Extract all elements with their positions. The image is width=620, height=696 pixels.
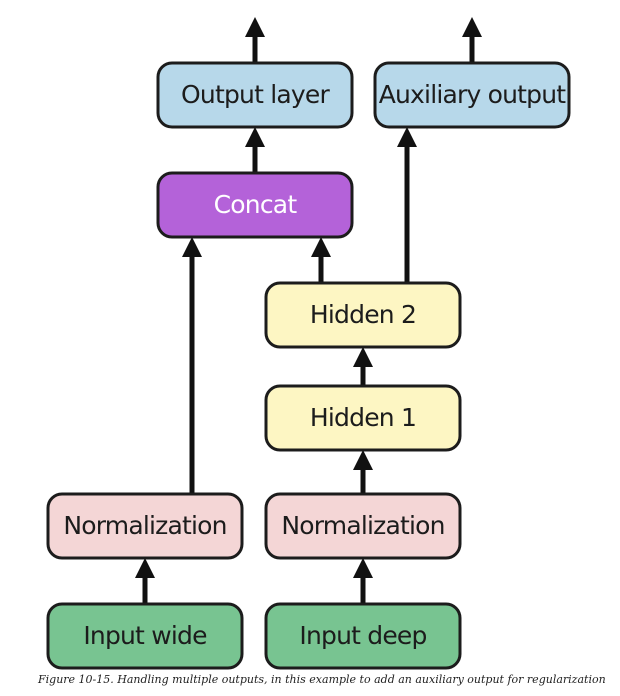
node-input-wide-label: Input wide <box>83 621 207 650</box>
node-auxiliary-output: Auxiliary output <box>373 61 571 129</box>
edge-concat-to-output-layer-arrowhead <box>245 127 265 147</box>
edge-concat-to-output-layer-arrow <box>245 127 265 173</box>
node-input-deep-label: Input deep <box>299 621 426 650</box>
edge-normalization-wide-to-concat-arrow <box>182 237 202 494</box>
edge-input-deep-to-normalization-deep-arrowhead <box>353 558 373 578</box>
edge-auxiliary-output-out-arrowhead <box>462 17 482 37</box>
edge-input-wide-to-normalization-wide-arrowhead <box>135 558 155 578</box>
node-concat: Concat <box>156 171 354 239</box>
edges <box>135 17 482 604</box>
nodes: Output layer Auxiliary outputConcatHidden… <box>46 61 571 670</box>
edge-output-layer-out-arrowhead <box>245 17 265 37</box>
edge-output-layer-out-arrow <box>245 17 265 63</box>
node-normalization-wide: Normalization <box>46 492 244 560</box>
edge-input-deep-to-normalization-deep-arrow <box>353 558 373 604</box>
edge-hidden-2-to-auxiliary-output-arrowhead <box>397 127 417 147</box>
edge-hidden-1-to-hidden-2-arrow <box>353 347 373 386</box>
node-normalization-wide-box <box>46 492 244 560</box>
node-normalization-deep-label: Normalization <box>281 511 444 540</box>
node-auxiliary-output-box <box>373 61 571 129</box>
edge-normalization-deep-to-hidden-1-arrow <box>353 450 373 494</box>
edge-hidden-2-to-concat-arrowhead <box>311 237 331 257</box>
node-hidden-2-label: Hidden 2 <box>310 300 416 329</box>
edge-hidden-1-to-hidden-2-arrowhead <box>353 347 373 367</box>
edge-input-wide-to-normalization-wide-arrow <box>135 558 155 604</box>
node-output-layer: Output layer <box>156 61 354 129</box>
edge-hidden-2-to-concat-arrow <box>311 237 331 283</box>
node-output-layer-box <box>156 61 354 129</box>
node-normalization-deep-box <box>264 492 462 560</box>
node-hidden-1: Hidden 1 <box>264 384 462 452</box>
node-input-deep-box <box>264 602 462 670</box>
node-hidden-1-box <box>264 384 462 452</box>
node-input-wide: Input wide <box>46 602 244 670</box>
node-normalization-deep: Normalization <box>264 492 462 560</box>
edge-hidden-2-to-auxiliary-output-arrow <box>397 127 417 283</box>
edge-auxiliary-output-out-arrow <box>462 17 482 63</box>
edge-normalization-wide-to-concat-arrowhead <box>182 237 202 257</box>
node-concat-box <box>156 171 354 239</box>
node-input-wide-box <box>46 602 244 670</box>
node-normalization-wide-label: Normalization <box>63 511 226 540</box>
node-output-layer-label: Output layer <box>181 80 330 109</box>
node-input-deep: Input deep <box>264 602 462 670</box>
node-concat-label: Concat <box>214 190 298 219</box>
figure-caption: Figure 10-15. Handling multiple outputs,… <box>38 673 606 686</box>
node-hidden-2: Hidden 2 <box>264 281 462 349</box>
node-hidden-2-box <box>264 281 462 349</box>
node-auxiliary-output-label: Auxiliary output <box>379 80 567 109</box>
node-hidden-1-label: Hidden 1 <box>310 403 416 432</box>
edge-normalization-deep-to-hidden-1-arrowhead <box>353 450 373 470</box>
